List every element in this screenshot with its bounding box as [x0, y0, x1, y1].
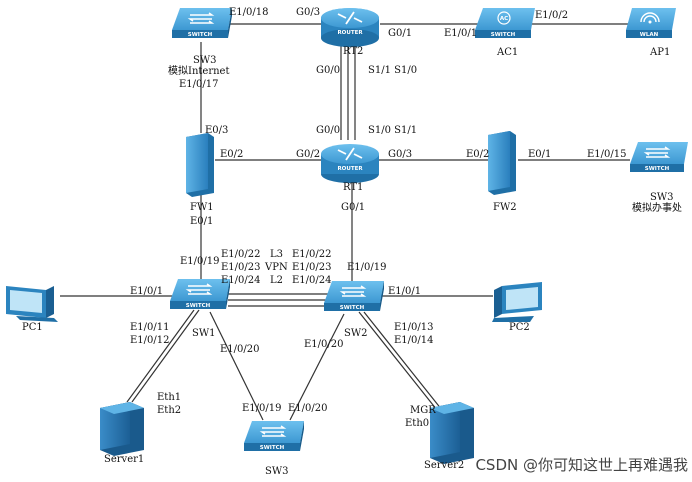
switch-label: SWITCH [186, 303, 211, 309]
port-label: E0/2 [220, 149, 243, 160]
port-label: E1/0/18 [229, 7, 269, 18]
port-label: E1/0/23 [292, 262, 332, 273]
switch-icon[interactable]: SWITCH [170, 279, 230, 309]
port-label: G0/2 [296, 149, 320, 160]
port-label: G0/3 [296, 7, 320, 18]
link-sw1-sw3 [209, 311, 264, 421]
port-label: G0/1 [341, 202, 365, 213]
port-label: E1/0/23 [221, 262, 261, 273]
link-sw2-server2-b [363, 311, 443, 411]
port-label: E0/1 [190, 216, 213, 227]
link-sw2-sw3 [289, 313, 345, 421]
switch-label: SWITCH [645, 166, 670, 172]
watermark: CSDN @你可知这世上再难遇我 [475, 456, 688, 474]
port-label: G0/0 [316, 65, 340, 76]
router-label: ROUTER [337, 166, 363, 172]
switch-label: SWITCH [260, 445, 285, 451]
port-label: E1/0/19 [180, 256, 220, 267]
port-label: E1/0/24 [221, 275, 261, 286]
port-label: E1/0/14 [394, 335, 434, 346]
access-controller-icon[interactable]: AC SWITCH [475, 8, 535, 38]
device-name-sw1: SW1 [192, 328, 216, 339]
port-label: E1/0/19 [347, 262, 387, 273]
port-label: E1/0/20 [288, 403, 328, 414]
port-label: E1/0/19 [242, 403, 282, 414]
link-sw1-server1-b [131, 309, 200, 403]
port-label: MGR [410, 405, 436, 416]
switch-label: SWITCH [188, 32, 213, 38]
device-name-fw2: FW2 [493, 202, 517, 213]
link-sw1-server1-a [126, 309, 195, 403]
device-name-server1: Server1 [104, 454, 144, 465]
port-label: Eth1 [157, 392, 181, 403]
links [60, 23, 630, 421]
link-sw2-server2-a [358, 311, 438, 411]
link-tag-l2: L2 [270, 275, 283, 286]
port-label: E1/0/24 [292, 275, 332, 286]
device-name-fw1: FW1 [190, 202, 214, 213]
port-label: E1/0/1 [444, 28, 477, 39]
firewall-icon[interactable] [186, 133, 214, 197]
port-label: E1/0/2 [535, 10, 568, 21]
switch-icon[interactable]: SWITCH [324, 281, 384, 311]
device-desc-sw3-office: 模拟办事处 [632, 201, 682, 214]
device-desc-sw3-internet: 模拟Internet [168, 64, 229, 77]
port-labels: E1/0/18 G0/3 G0/1 E1/0/1 E1/0/2 E1/0/17 … [130, 7, 627, 429]
server-icon[interactable] [100, 402, 144, 456]
switch-icon[interactable]: SWITCH [172, 8, 232, 38]
link-tag-l3: L3 [270, 249, 283, 260]
port-label: E1/0/20 [304, 339, 344, 350]
port-label: S1/0 S1/1 [368, 125, 417, 136]
server-icon[interactable] [430, 402, 474, 464]
port-label: E1/0/11 [130, 322, 170, 333]
device-name-rt2: RT2 [343, 46, 363, 57]
port-label: S1/1 S1/0 [368, 65, 417, 76]
device-name-ap1: AP1 [649, 47, 670, 58]
link-tag-vpn: VPN [264, 262, 288, 273]
port-label: E0/2 [466, 149, 489, 160]
port-label: G0/1 [388, 28, 412, 39]
port-label: E1/0/20 [220, 344, 260, 355]
switch-label: SWITCH [491, 32, 516, 38]
port-label: E0/1 [528, 149, 551, 160]
port-label: G0/3 [388, 149, 412, 160]
port-label: E1/0/17 [179, 79, 219, 90]
device-name-sw3-office: SW3 [650, 192, 674, 203]
device-names: SW3 模拟Internet RT2 AC1 AP1 FW1 RT1 FW2 S… [22, 46, 682, 477]
switch-label: SWITCH [340, 305, 365, 311]
device-name-pc2: PC2 [509, 322, 530, 333]
port-label: E1/0/22 [221, 249, 261, 260]
device-name-server2: Server2 [424, 460, 464, 471]
device-name-sw2: SW2 [344, 328, 368, 339]
pc-icon[interactable] [6, 286, 58, 322]
port-label: E1/0/13 [394, 322, 434, 333]
wireless-ap-icon[interactable]: WLAN [626, 8, 676, 38]
port-label: G0/0 [316, 125, 340, 136]
port-label: E1/0/12 [130, 335, 170, 346]
firewall-icon[interactable] [488, 131, 516, 195]
pc-icon[interactable] [492, 282, 542, 322]
ac-badge: AC [500, 16, 508, 22]
router-icon[interactable]: ROUTER [321, 8, 379, 47]
switch-icon[interactable]: SWITCH [630, 142, 688, 172]
device-name-sw3-bottom: SW3 [265, 466, 289, 477]
router-icon[interactable]: ROUTER [321, 144, 379, 183]
device-name-rt1: RT1 [343, 182, 363, 193]
switch-icon[interactable]: SWITCH [244, 421, 304, 451]
port-label: E0/3 [205, 125, 228, 136]
device-name-ac1: AC1 [496, 47, 518, 58]
port-label: E1/0/1 [388, 286, 421, 297]
port-label: E1/0/15 [587, 149, 627, 160]
device-name-pc1: PC1 [22, 322, 43, 333]
device-name-sw3-internet: SW3 [193, 55, 217, 66]
wlan-label: WLAN [640, 32, 659, 38]
port-label: Eth2 [157, 405, 181, 416]
port-label: E1/0/22 [292, 249, 332, 260]
port-label: Eth0 [405, 418, 429, 429]
router-label: ROUTER [337, 30, 363, 36]
port-label: E1/0/1 [130, 286, 163, 297]
